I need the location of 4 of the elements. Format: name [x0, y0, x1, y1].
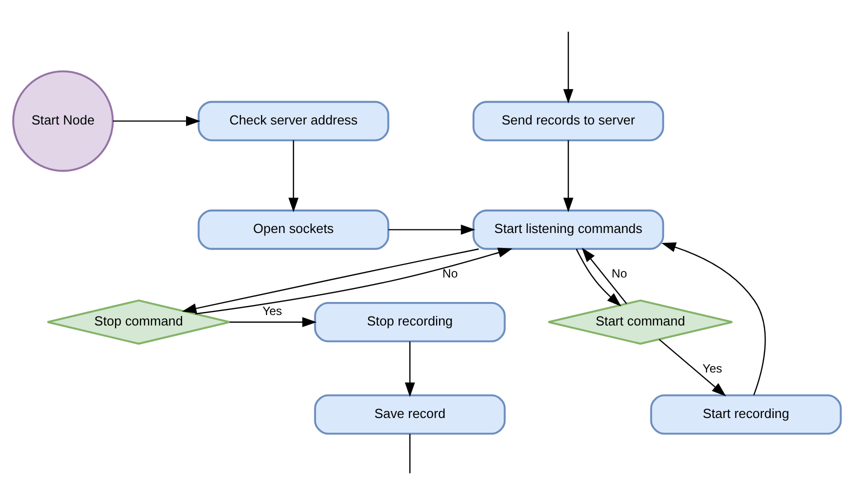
edge-label: Yes	[702, 361, 722, 376]
edge-label: No	[612, 266, 628, 280]
edge-label: Yes	[262, 303, 282, 318]
edge-label: No	[442, 266, 458, 280]
